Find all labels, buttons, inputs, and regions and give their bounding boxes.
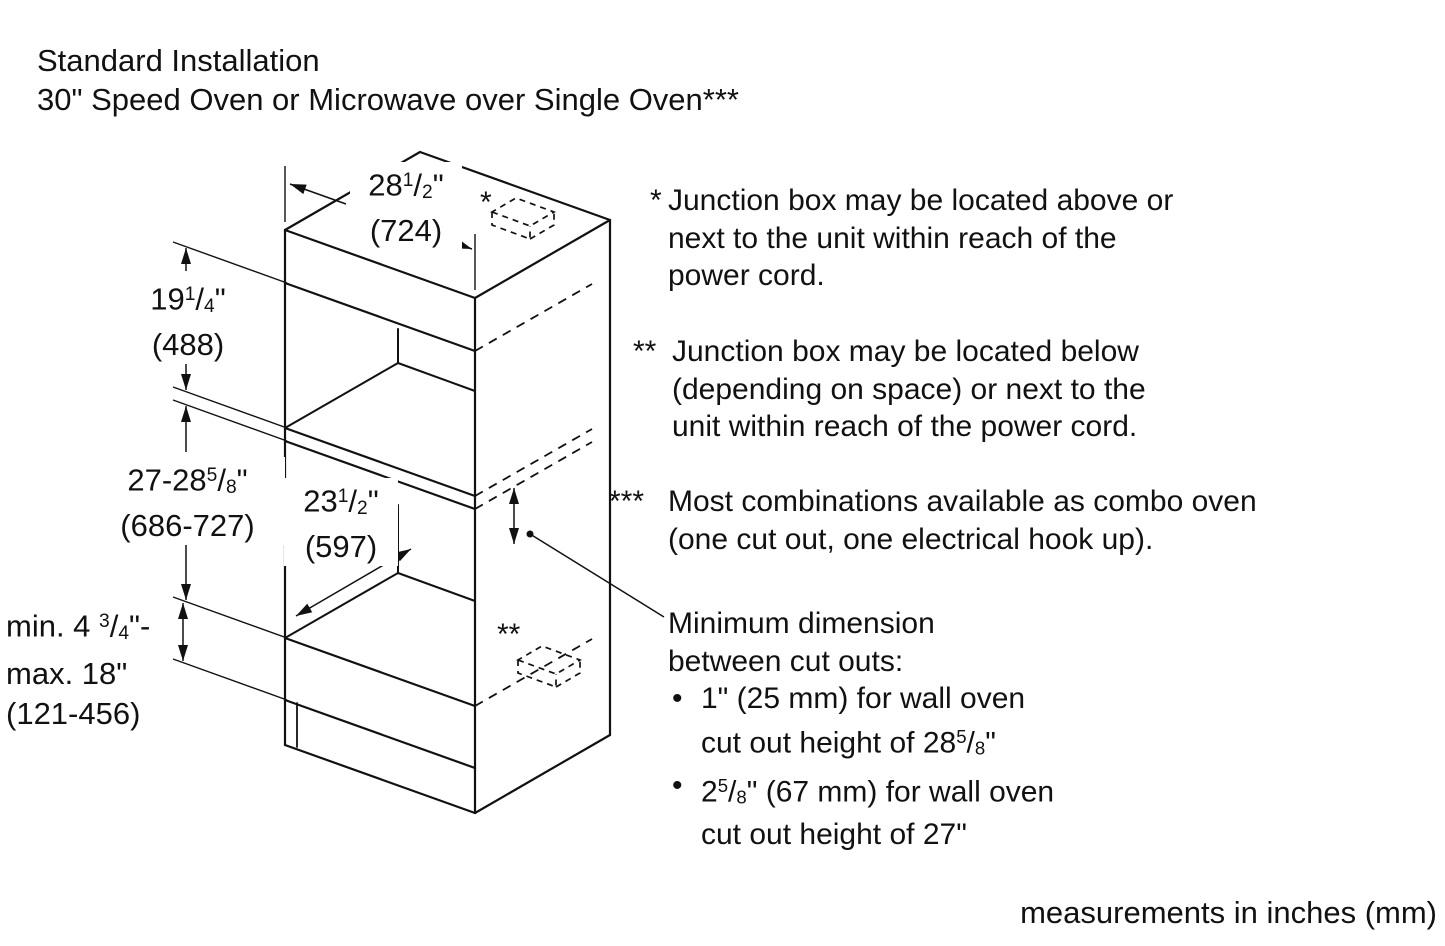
note1-line3: power cord. <box>668 259 825 292</box>
dim-lower-mm: (686-727) <box>120 507 255 543</box>
junction-marker-top: * <box>480 186 492 219</box>
dim-upper-cutout-label: 191/4" (488) <box>128 276 248 364</box>
note-combo-oven: *** Most combinations available as combo… <box>609 483 1257 558</box>
note2-line2: (depending on space) or next to the <box>672 372 1146 406</box>
dim-width-label: 281/2" (724) <box>350 162 462 250</box>
title-line2: 30" Speed Oven or Microwave over Single … <box>37 82 739 117</box>
note1-marker: * <box>650 184 662 217</box>
note3-line1: Most combinations available as combo ove… <box>668 485 1257 518</box>
page-title: Standard Installation 30" Speed Oven or … <box>37 41 739 119</box>
dim-lower-cutout-label: 27-285/8" (686-727) <box>90 457 285 545</box>
dim-lower-inches: 27-285/8" <box>127 462 248 498</box>
hidden-edges <box>474 283 593 707</box>
note3-line2: (one cut out, one electrical hook up). <box>668 522 1154 556</box>
note3-marker: *** <box>609 485 645 518</box>
dim-width-mm: (724) <box>369 212 443 248</box>
note1-line1: Junction box may be located above or <box>668 184 1174 217</box>
dim-depth-label: 231/2" (597) <box>284 478 398 566</box>
dim-depth-mm: (597) <box>304 528 378 564</box>
bullet-icon: • <box>672 682 683 715</box>
min-dim-item1-line1: •1" (25 mm) for wall oven <box>668 680 1054 718</box>
leader-line <box>526 530 665 618</box>
note1-line2: next to the unit within reach of the <box>668 221 1117 255</box>
min-dim-heading2: between cut outs: <box>668 644 904 678</box>
min-dim-heading1: Minimum dimension <box>668 607 935 640</box>
title-line1: Standard Installation <box>37 43 320 78</box>
note-min-dimension: Minimum dimension between cut outs: •1" … <box>668 605 1054 853</box>
dim-bottom-line1: min. 4 3/4"- <box>6 608 151 644</box>
junction-box-side <box>516 645 582 689</box>
note-junction-above: * Junction box may be located above or n… <box>650 182 1173 295</box>
min-dim-item2-line1: •25/8" (67 mm) for wall oven <box>672 768 1055 808</box>
min-dim-item1-line2: cut out height of 285/8" <box>701 725 996 759</box>
dim-bottom-clearance-label: min. 4 3/4"- max. 18" (121-456) <box>6 602 184 734</box>
junction-marker-side: ** <box>497 618 521 651</box>
dim-width-inches: 281/2" <box>368 167 444 203</box>
dim-bottom-line2: max. 18" <box>6 655 128 691</box>
note2-line3: unit within reach of the power cord. <box>672 410 1138 443</box>
dimension-lines <box>178 183 519 661</box>
note2-marker: ** <box>633 335 657 368</box>
junction-box-top <box>490 197 556 241</box>
bullet-icon: • <box>672 768 683 802</box>
note2-line1: Junction box may be located below <box>672 335 1139 368</box>
dim-upper-inches: 191/4" <box>150 281 226 317</box>
dim-bottom-line3: (121-456) <box>6 695 141 731</box>
extension-lines <box>172 166 476 701</box>
dim-upper-mm: (488) <box>151 326 225 362</box>
dim-depth-inches: 231/2" <box>303 483 379 519</box>
note-junction-below: ** Junction box may be located below (de… <box>633 333 1146 446</box>
footer-units-note: measurements in inches (mm) <box>1020 895 1437 930</box>
min-dim-item2-line2: cut out height of 27" <box>701 817 967 851</box>
